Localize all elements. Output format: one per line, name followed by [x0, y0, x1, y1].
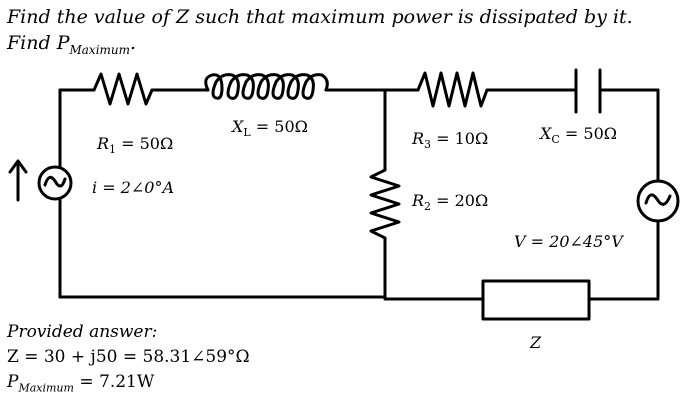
answer-p-line: PMaximum = 7.21W [7, 372, 155, 395]
label-xl: XL = 50Ω [232, 117, 308, 140]
question-line-1: Find the value of Z such that maximum po… [7, 6, 633, 28]
label-current: i = 2∠0°A [92, 178, 175, 197]
current-arrow-head [10, 161, 26, 172]
resistor-r3 [418, 73, 487, 106]
answer-z-line: Z = 30 + j50 = 58.31∠59°Ω [7, 347, 250, 367]
label-xc: XC = 50Ω [540, 124, 618, 147]
question-line-2: Find PMaximum. [7, 32, 137, 57]
current-source [39, 167, 71, 199]
label-voltage: V = 20∠45°V [514, 232, 623, 251]
inductor-xl [206, 75, 328, 99]
resistor-r1 [94, 74, 152, 104]
impedance-z [483, 281, 589, 319]
resistor-r2 [371, 170, 399, 238]
label-r2: R2 = 20Ω [412, 191, 489, 214]
answer-heading: Provided answer: [7, 322, 158, 342]
label-r3: R3 = 10Ω [412, 129, 489, 152]
voltage-source [638, 181, 678, 221]
label-r1: R1 = 50Ω [97, 134, 174, 157]
label-z: Z [530, 333, 542, 352]
voltage-source-tilde [646, 195, 670, 205]
current-source-tilde [45, 177, 65, 186]
